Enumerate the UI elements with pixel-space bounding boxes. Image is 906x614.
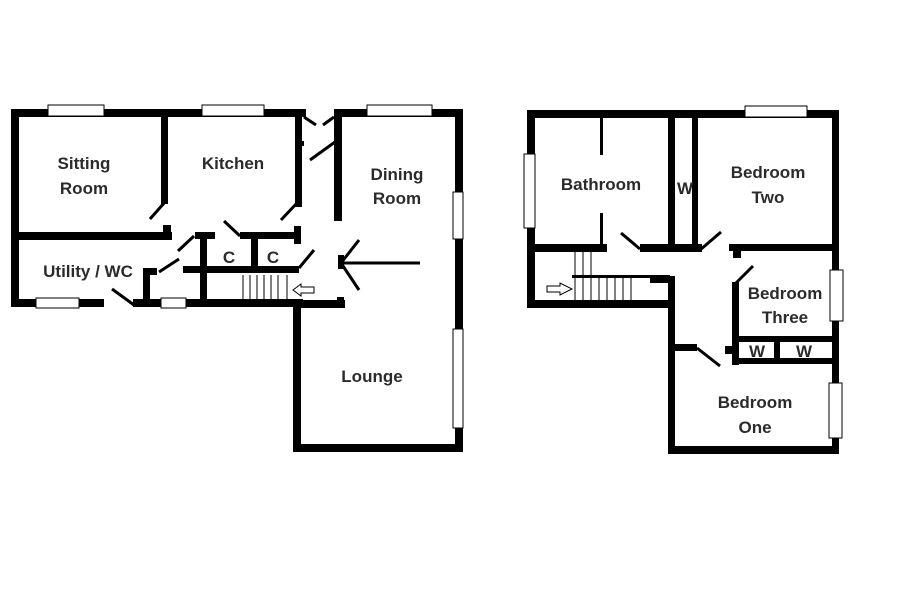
room-label-wardrobe: W <box>677 179 694 198</box>
room-label-wardrobe: W <box>796 342 813 361</box>
wall <box>294 226 301 244</box>
first-floor-plan: Bathroom W Bedroom Two Bedroom Three W W… <box>523 105 844 454</box>
wall <box>143 268 150 303</box>
wall <box>240 232 300 239</box>
door <box>696 346 721 368</box>
room-label-sitting-room: Sitting <box>58 154 111 173</box>
room-label-dining-room: Dining <box>371 165 424 184</box>
wall <box>675 344 697 351</box>
wall <box>293 302 301 452</box>
window <box>452 191 464 240</box>
door <box>734 264 755 285</box>
door <box>309 140 336 162</box>
wall <box>183 266 299 273</box>
room-label-sitting-room-2: Room <box>60 179 108 198</box>
ground-floor-plan: Sitting Room Kitchen Dining Room Utility… <box>11 104 464 452</box>
door <box>699 230 722 252</box>
door <box>620 231 641 251</box>
door <box>222 219 242 238</box>
wall <box>163 225 171 235</box>
wall <box>600 213 603 246</box>
room-label-bedroom-two-2: Two <box>752 188 785 207</box>
room-label-bedroom-three: Bedroom <box>748 284 823 303</box>
wall <box>600 117 603 155</box>
wall <box>733 244 741 258</box>
wall <box>732 282 739 365</box>
wall <box>11 109 306 117</box>
door <box>339 239 361 264</box>
stair-arrow-icon <box>546 282 574 296</box>
wall <box>668 110 675 252</box>
staircase <box>546 252 632 300</box>
wall <box>668 446 839 454</box>
door <box>176 234 196 253</box>
wall <box>295 109 302 207</box>
window <box>47 104 105 117</box>
wall <box>572 275 670 278</box>
wall <box>735 358 839 364</box>
wall <box>735 336 839 342</box>
room-label-kitchen: Kitchen <box>202 154 264 173</box>
wall <box>11 232 172 240</box>
room-label-bedroom-three-2: Three <box>762 308 808 327</box>
room-label-utility: Utility / WC <box>43 262 133 281</box>
door <box>339 262 361 291</box>
window <box>523 153 536 229</box>
window <box>452 328 464 429</box>
window <box>35 297 80 309</box>
wall <box>133 299 303 307</box>
wall <box>293 444 463 452</box>
wall <box>650 276 674 283</box>
door <box>297 249 316 269</box>
door <box>148 201 167 220</box>
wall <box>251 232 258 272</box>
door <box>158 257 180 274</box>
wall <box>455 109 463 452</box>
door <box>279 201 299 222</box>
window <box>366 104 433 117</box>
staircase <box>242 275 315 299</box>
room-label-lounge: Lounge <box>341 367 402 386</box>
room-label-wardrobe: W <box>749 342 766 361</box>
room-label-bathroom: Bathroom <box>561 175 641 194</box>
window <box>201 104 265 117</box>
room-label-cupboard: C <box>267 248 279 267</box>
wall <box>527 110 839 118</box>
wall <box>692 110 698 252</box>
room-label-cupboard: C <box>223 248 235 267</box>
wall <box>293 300 345 308</box>
room-label-dining-room-2: Room <box>373 189 421 208</box>
window <box>829 269 844 322</box>
wall <box>774 336 780 364</box>
wall <box>527 300 674 308</box>
window <box>828 382 843 439</box>
door <box>303 115 317 127</box>
wall <box>527 244 607 252</box>
wall <box>11 109 19 307</box>
door <box>322 115 335 127</box>
stair-arrow-icon <box>292 283 315 297</box>
room-label-bedroom-two: Bedroom <box>731 163 806 182</box>
door <box>111 287 135 307</box>
wall <box>337 297 344 307</box>
wall <box>725 346 737 354</box>
window <box>160 297 187 309</box>
window <box>744 105 808 118</box>
wall <box>161 109 168 204</box>
room-label-bedroom-one: Bedroom <box>718 393 793 412</box>
wall <box>300 141 304 146</box>
wall <box>729 244 839 251</box>
wall <box>668 276 675 454</box>
room-label-bedroom-one-2: One <box>738 418 771 437</box>
wall <box>334 109 342 221</box>
